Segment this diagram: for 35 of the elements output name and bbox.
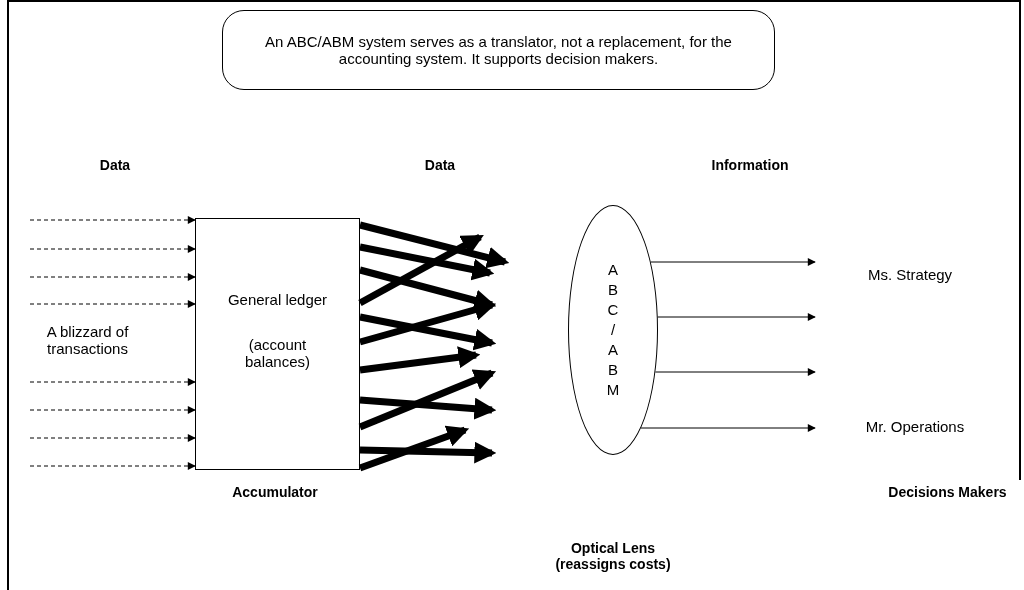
- dashed-arrow: [29, 406, 196, 414]
- thick-arrow: [359, 221, 510, 269]
- dashed-arrow: [29, 273, 196, 281]
- caption-label: Accumulator: [231, 484, 319, 500]
- dashed-arrow: [29, 245, 196, 253]
- dashed-arrow: [29, 462, 196, 470]
- input-label: A blizzard of transactions: [45, 323, 130, 357]
- thick-arrow: [359, 396, 497, 420]
- thick-arrow: [359, 313, 497, 351]
- caption-label: Decisions Makers: [887, 484, 1008, 500]
- column-heading: Information: [710, 157, 790, 173]
- arrow: [657, 313, 816, 321]
- arrow: [654, 368, 816, 376]
- box-subtitle: (account balances): [243, 336, 311, 370]
- vertical-label: A B C / A B M: [606, 260, 620, 400]
- thick-arrow: [359, 441, 497, 464]
- dashed-arrow: [29, 378, 196, 386]
- thick-arrow: [358, 233, 484, 307]
- ledger-box: [195, 218, 360, 470]
- arrow: [640, 424, 816, 432]
- thick-arrow: [358, 425, 470, 472]
- person-label: Ms. Strategy: [866, 266, 954, 283]
- dashed-arrow: [29, 434, 196, 442]
- thick-arrow: [359, 346, 481, 374]
- note-text: An ABC/ABM system serves as a translator, not a replacement, for the accounting system. It supports decision makers.: [264, 33, 733, 67]
- arrow: [650, 258, 816, 266]
- note-box: [222, 10, 775, 90]
- thick-arrow: [359, 243, 495, 281]
- caption-label: Optical Lens (reassigns costs): [554, 540, 672, 572]
- box-title: General ledger: [226, 291, 329, 308]
- dashed-arrow: [29, 216, 196, 224]
- column-heading: Data: [423, 157, 457, 173]
- dashed-arrow: [29, 300, 196, 308]
- column-heading: Data: [98, 157, 132, 173]
- person-label: Mr. Operations: [864, 418, 966, 435]
